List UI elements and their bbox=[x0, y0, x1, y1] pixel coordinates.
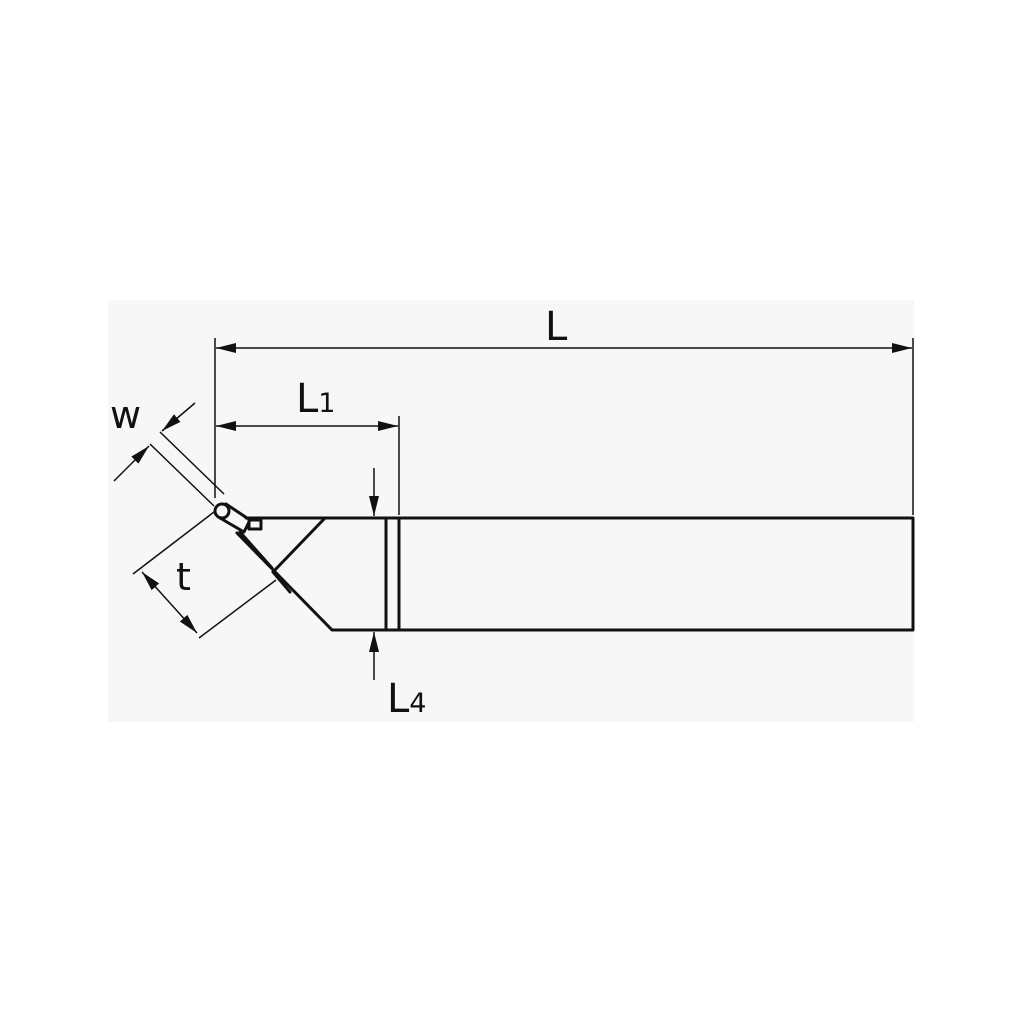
w-extension-1 bbox=[149, 443, 215, 507]
chamfer-line-lower bbox=[271, 570, 292, 594]
drawing-background bbox=[108, 300, 914, 722]
label-L: L bbox=[545, 304, 568, 350]
insert-clamp bbox=[247, 518, 263, 531]
insert-blade bbox=[218, 502, 252, 534]
t-extension-1 bbox=[132, 511, 215, 575]
dimension-w-arrow-1 bbox=[113, 445, 150, 482]
label-L1-sub: 1 bbox=[318, 388, 335, 419]
tool-body-outline bbox=[235, 516, 915, 632]
insert-edge bbox=[238, 530, 274, 570]
label-L1-main: L bbox=[296, 376, 319, 422]
t-extension-2 bbox=[198, 579, 277, 639]
dimension-t bbox=[141, 571, 198, 634]
label-L4-main: L bbox=[387, 676, 410, 722]
label-L4: L4 bbox=[387, 676, 426, 722]
label-w: w bbox=[110, 393, 141, 437]
label-t: t bbox=[176, 555, 191, 599]
w-extension-2 bbox=[159, 431, 225, 495]
label-L4-sub: 4 bbox=[409, 688, 426, 719]
dimension-w-arrow-2 bbox=[161, 402, 196, 432]
label-L1: L1 bbox=[296, 376, 335, 422]
chamfer-line bbox=[271, 516, 327, 574]
